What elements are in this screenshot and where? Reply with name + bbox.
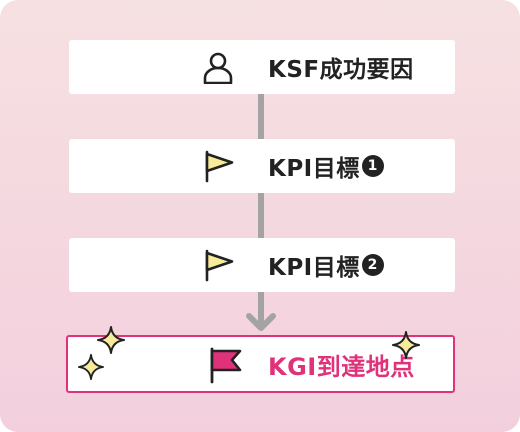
arrow-down-icon: [246, 313, 276, 331]
sparkle-icon: [392, 331, 420, 359]
step-label-text: KPI目標: [268, 255, 360, 281]
step-number-badge: 1: [361, 155, 384, 177]
connector-line: [258, 94, 264, 140]
person-icon: [203, 52, 233, 84]
step-label: KGI到達地点: [268, 352, 415, 381]
step-ksf: KSF成功要因: [69, 40, 455, 94]
sparkle-icon: [78, 354, 104, 380]
connector-line: [258, 292, 264, 326]
flag-icon: [205, 150, 234, 183]
flag-icon: [210, 347, 242, 384]
flag-icon: [205, 249, 234, 282]
sparkle-icon: [97, 326, 125, 354]
connector-line: [258, 193, 264, 239]
step-kgi-goal: KGI到達地点: [66, 335, 455, 393]
step-label: KSF成功要因: [268, 57, 414, 83]
step-label-text: KPI目標: [268, 156, 360, 182]
step-number-badge: 2: [361, 254, 384, 276]
